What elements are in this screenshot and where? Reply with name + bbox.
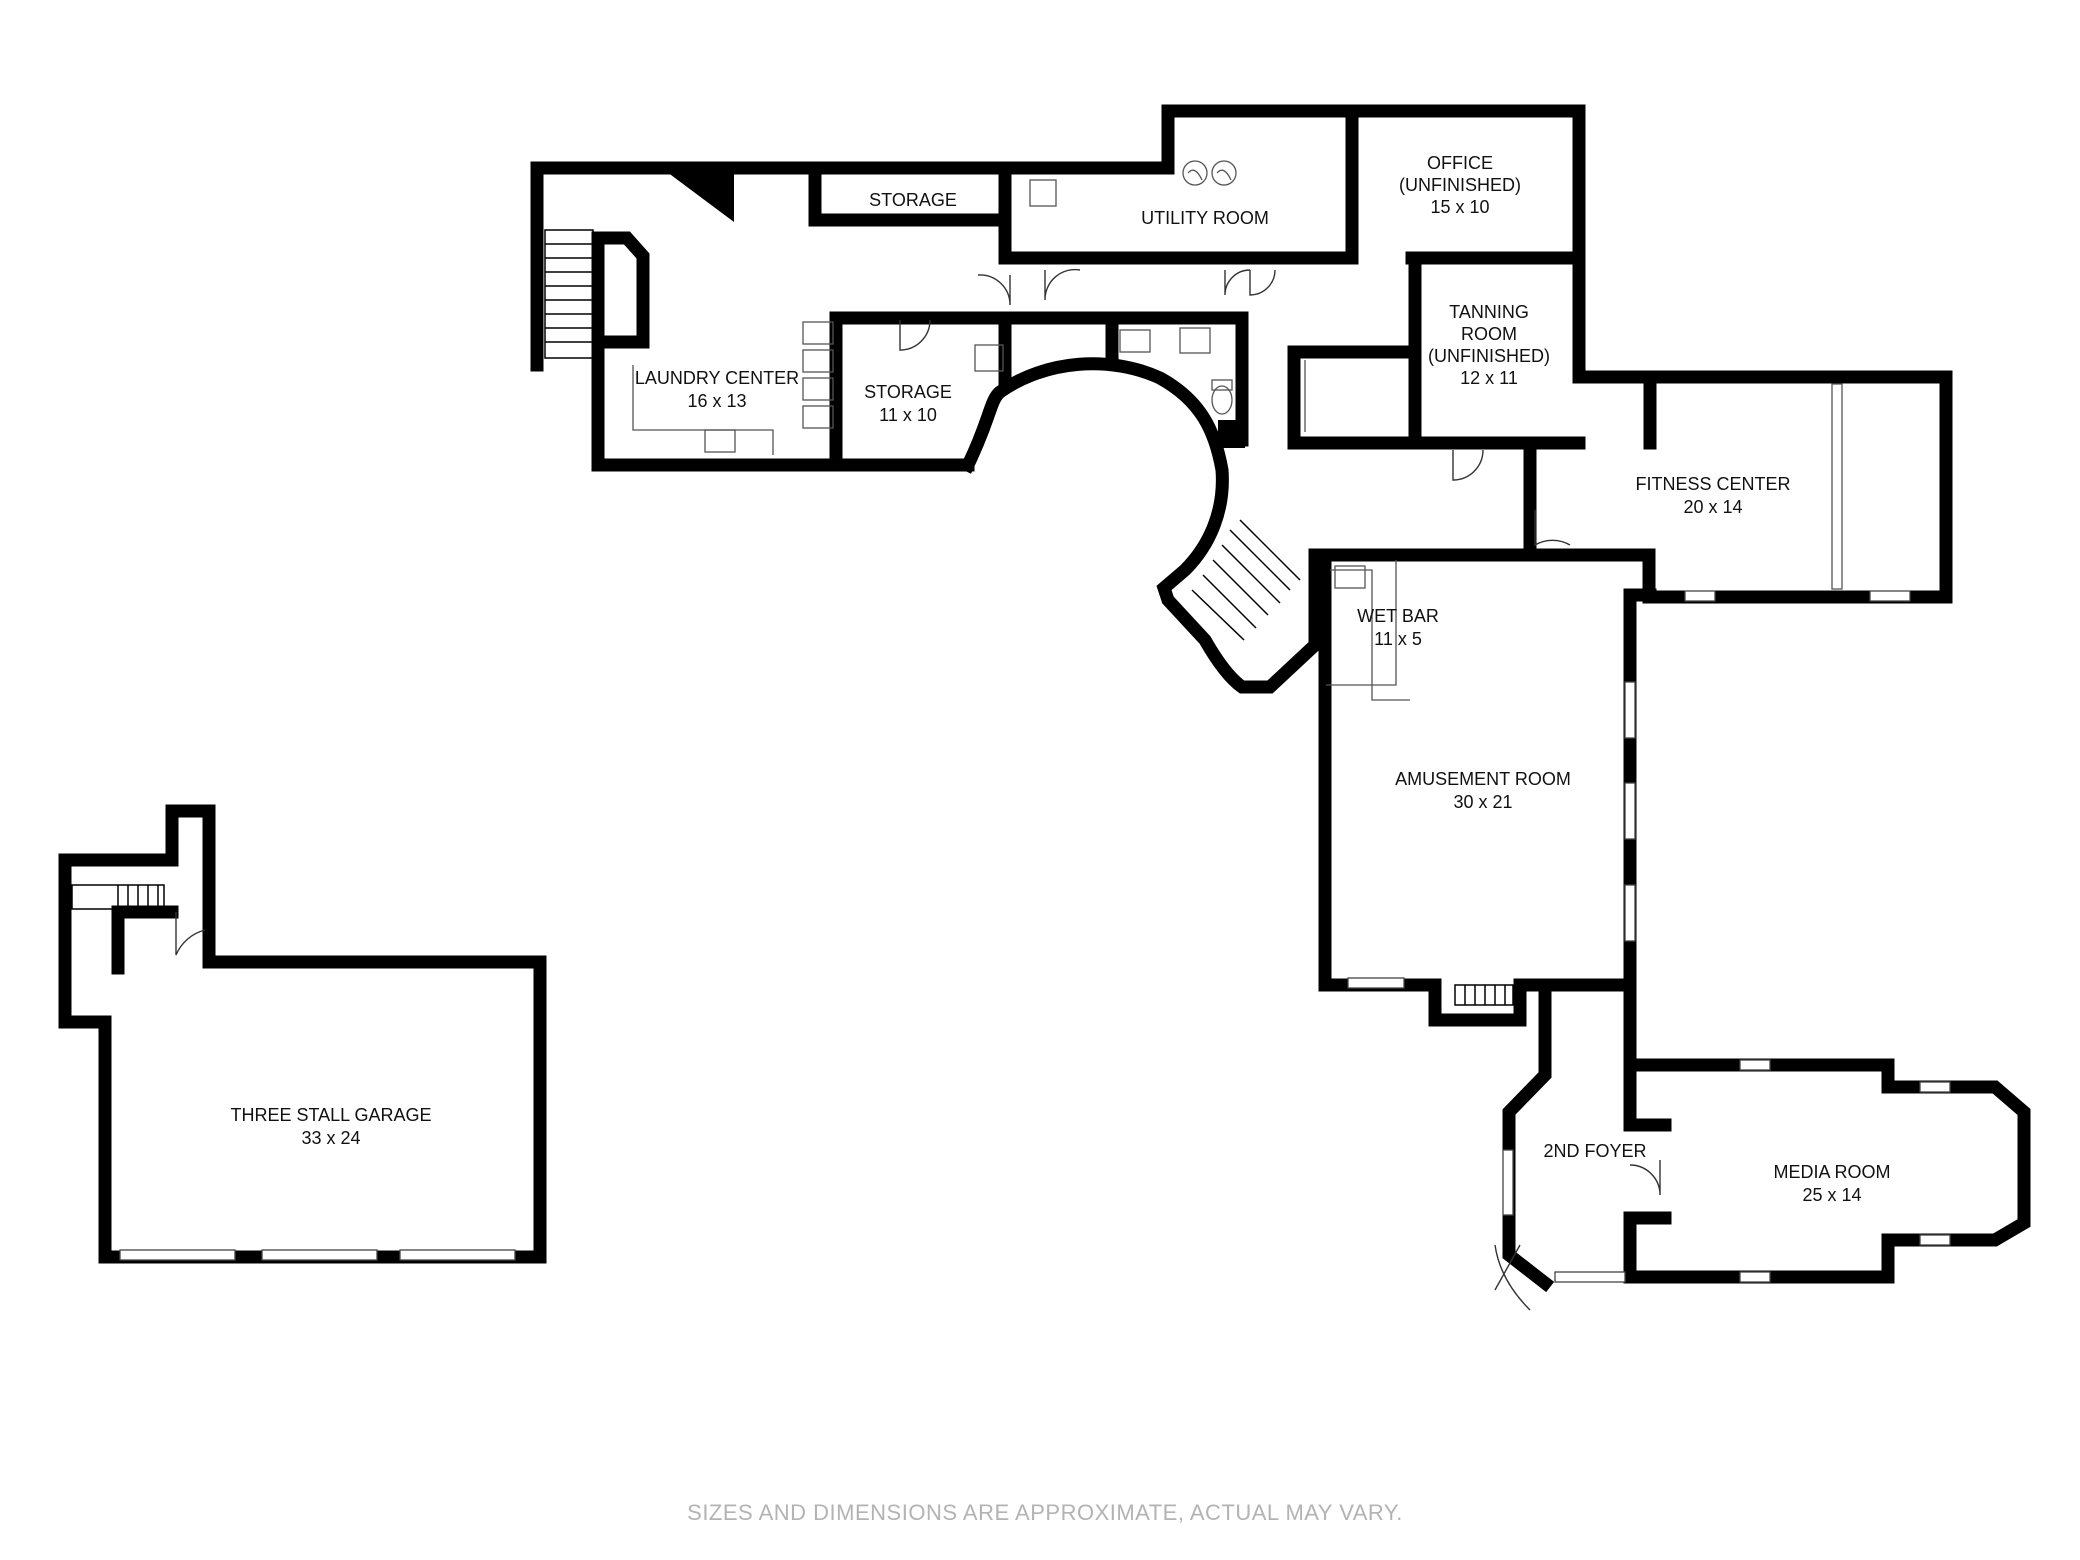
stairs — [71, 229, 1514, 1006]
fixtures — [632, 160, 1843, 701]
office-label-2: (UNFINISHED) — [1399, 175, 1521, 195]
office-label-1: OFFICE — [1427, 153, 1493, 173]
wet-bar-size: 11 x 5 — [1374, 629, 1422, 649]
garage-label: THREE STALL GARAGE — [230, 1105, 431, 1125]
office-size: 15 x 10 — [1430, 197, 1489, 217]
tanning-label-2: ROOM — [1461, 324, 1517, 344]
wet-bar-label: WET BAR — [1357, 606, 1439, 626]
corner-fill — [1218, 420, 1245, 448]
disclaimer-text: SIZES AND DIMENSIONS ARE APPROXIMATE, AC… — [687, 1500, 1403, 1525]
tanning-size: 12 x 11 — [1460, 368, 1518, 388]
tanning-label-1: TANNING — [1449, 302, 1529, 322]
north-walls — [530, 104, 1953, 694]
foyer-label: 2ND FOYER — [1543, 1141, 1646, 1161]
garage-size: 33 x 24 — [301, 1128, 360, 1148]
tanning-label-3: (UNFINISHED) — [1428, 346, 1550, 366]
storage-top-label: STORAGE — [869, 190, 957, 210]
fitness-label: FITNESS CENTER — [1635, 474, 1790, 494]
garage-walls — [58, 804, 547, 1264]
media-label: MEDIA ROOM — [1773, 1162, 1890, 1182]
chimney-fill — [667, 172, 734, 222]
windows — [119, 590, 1951, 1283]
doors — [175, 268, 1661, 1311]
storage-mid-size: 11 x 10 — [879, 405, 937, 425]
laundry-size: 16 x 13 — [687, 391, 746, 411]
south-walls — [1308, 548, 2031, 1293]
laundry-label: LAUNDRY CENTER — [635, 368, 799, 388]
storage-mid-label: STORAGE — [864, 382, 952, 402]
media-size: 25 x 14 — [1802, 1185, 1861, 1205]
utility-label: UTILITY ROOM — [1141, 208, 1269, 228]
fitness-size: 20 x 14 — [1683, 497, 1742, 517]
amusement-label: AMUSEMENT ROOM — [1395, 769, 1571, 789]
amusement-size: 30 x 21 — [1453, 792, 1512, 812]
room-labels: STORAGE UTILITY ROOM OFFICE (UNFINISHED)… — [230, 153, 1890, 1205]
